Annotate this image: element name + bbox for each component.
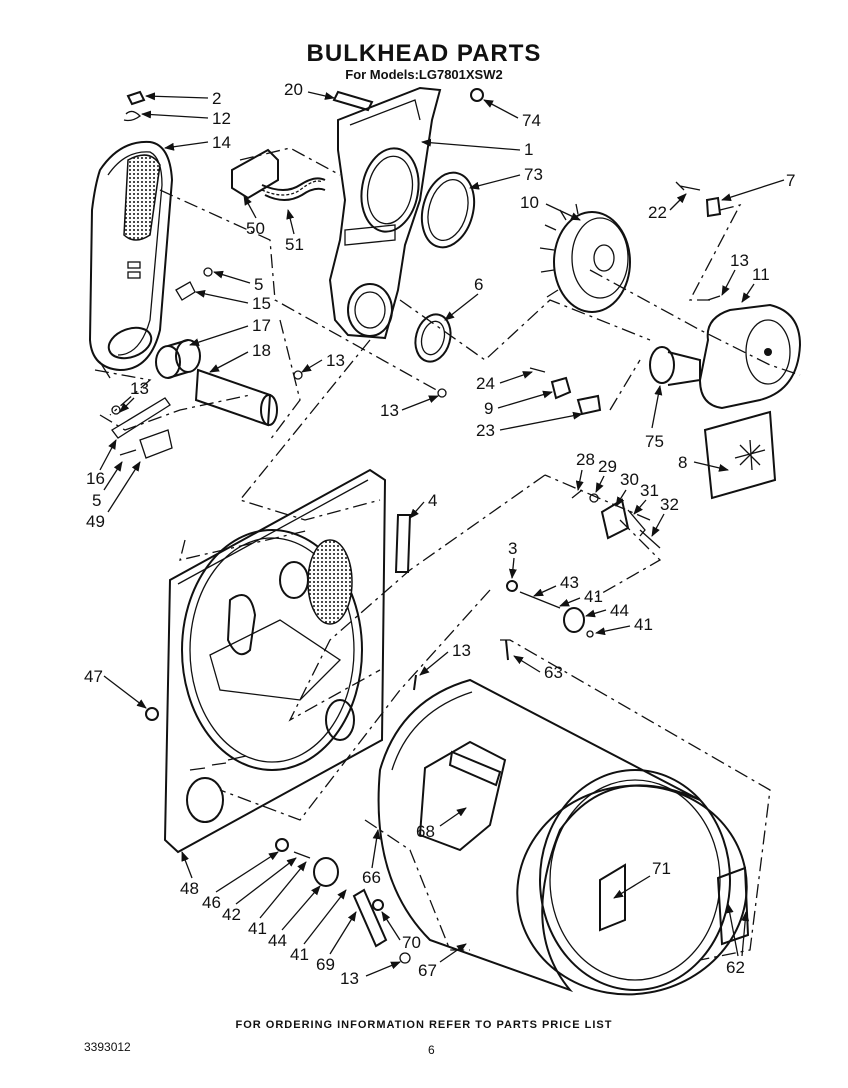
- callout-43: 43: [560, 573, 579, 592]
- callout-6: 6: [474, 275, 483, 294]
- callout-70: 70: [402, 933, 421, 952]
- thermostat-and-hose: [231, 148, 326, 201]
- callout-50: 50: [246, 219, 265, 238]
- bracket: [705, 196, 722, 218]
- nut: [470, 88, 484, 102]
- callout-44-a: 44: [610, 601, 629, 620]
- callout-13-c: 13: [130, 379, 149, 398]
- heater-parts: [155, 339, 278, 427]
- callout-29: 29: [598, 457, 617, 476]
- callout-42: 42: [222, 905, 241, 924]
- seal-strip: [332, 90, 374, 112]
- callout-3: 3: [508, 539, 517, 558]
- callout-67: 67: [418, 961, 437, 980]
- callout-32: 32: [660, 495, 679, 514]
- motor-mount-hardware: [529, 367, 602, 416]
- callout-74: 74: [522, 111, 541, 130]
- switch-assembly: [571, 489, 661, 549]
- clip-part: [123, 90, 146, 122]
- warning-label: [703, 410, 777, 500]
- page-number: 6: [428, 1043, 435, 1057]
- diagram-title: BULKHEAD PARTS: [306, 40, 542, 67]
- callout-13-b: 13: [326, 351, 345, 370]
- ordering-note: FOR ORDERING INFORMATION REFER TO PARTS …: [235, 1019, 613, 1031]
- bracket-4: [394, 514, 412, 573]
- rear-bulkhead-panel: [163, 468, 387, 854]
- callout-13-a: 13: [730, 251, 749, 270]
- callout-4: 4: [428, 491, 437, 510]
- blower-wheel: [539, 203, 631, 313]
- callout-13-d: 13: [380, 401, 399, 420]
- callout-9: 9: [484, 399, 493, 418]
- callout-30: 30: [620, 470, 639, 489]
- callout-7: 7: [786, 171, 795, 190]
- callout-44-b: 44: [268, 931, 287, 950]
- seal-ring: [414, 313, 452, 363]
- callout-5-a: 5: [254, 275, 263, 294]
- document-number: 3393012: [84, 1040, 131, 1054]
- callout-66: 66: [362, 868, 381, 887]
- callout-12: 12: [212, 109, 231, 128]
- callout-2: 2: [212, 89, 221, 108]
- drum-roller-upper: [506, 580, 594, 638]
- model-subtitle: For Models:LG7801XSW2: [345, 67, 503, 82]
- drum-roller-lower: [275, 838, 411, 964]
- callout-labels: 2 12 14 20 74 1 73 7 22 10 50 51 13: [84, 80, 795, 988]
- callout-28: 28: [576, 450, 595, 469]
- phantom-lines: [94, 147, 801, 961]
- screw-13: [413, 674, 417, 691]
- callout-23: 23: [476, 421, 495, 440]
- nut-47: [145, 707, 159, 721]
- callout-31: 31: [640, 481, 659, 500]
- housing-seal: [649, 346, 675, 384]
- callout-69: 69: [316, 955, 335, 974]
- duct-gasket: [420, 171, 476, 249]
- callout-22: 22: [648, 203, 667, 222]
- lint-screen-housing: [88, 140, 174, 379]
- callout-41-c: 41: [248, 919, 267, 938]
- callout-16: 16: [86, 469, 105, 488]
- callout-46: 46: [202, 893, 221, 912]
- callout-71: 71: [652, 859, 671, 878]
- callout-48: 48: [180, 879, 199, 898]
- callout-51: 51: [285, 235, 304, 254]
- callout-68: 68: [416, 822, 435, 841]
- blower-housing: [698, 295, 802, 410]
- screw-63: [505, 639, 509, 661]
- dryer-drum: [377, 678, 750, 996]
- callout-62: 62: [726, 958, 745, 977]
- callout-5-b: 5: [92, 491, 101, 510]
- small-hardware: [111, 267, 447, 459]
- callout-47: 47: [84, 667, 103, 686]
- callout-49: 49: [86, 512, 105, 531]
- callout-20: 20: [284, 80, 303, 99]
- callout-63: 63: [544, 663, 563, 682]
- screw: [675, 181, 701, 191]
- callout-73: 73: [524, 165, 543, 184]
- callout-24: 24: [476, 374, 495, 393]
- callout-11: 11: [752, 265, 770, 284]
- callout-41-b: 41: [634, 615, 653, 634]
- callout-1: 1: [524, 140, 533, 159]
- callout-18: 18: [252, 341, 271, 360]
- callout-8: 8: [678, 453, 687, 472]
- exhaust-duct: [328, 86, 442, 340]
- callout-10: 10: [520, 193, 539, 212]
- callout-15: 15: [252, 294, 271, 313]
- callout-41-d: 41: [290, 945, 309, 964]
- callout-41-a: 41: [584, 587, 603, 606]
- callout-13-f: 13: [340, 969, 359, 988]
- callout-14: 14: [212, 133, 231, 152]
- callout-17: 17: [252, 316, 271, 335]
- callout-75: 75: [645, 432, 664, 451]
- callout-13-e: 13: [452, 641, 471, 660]
